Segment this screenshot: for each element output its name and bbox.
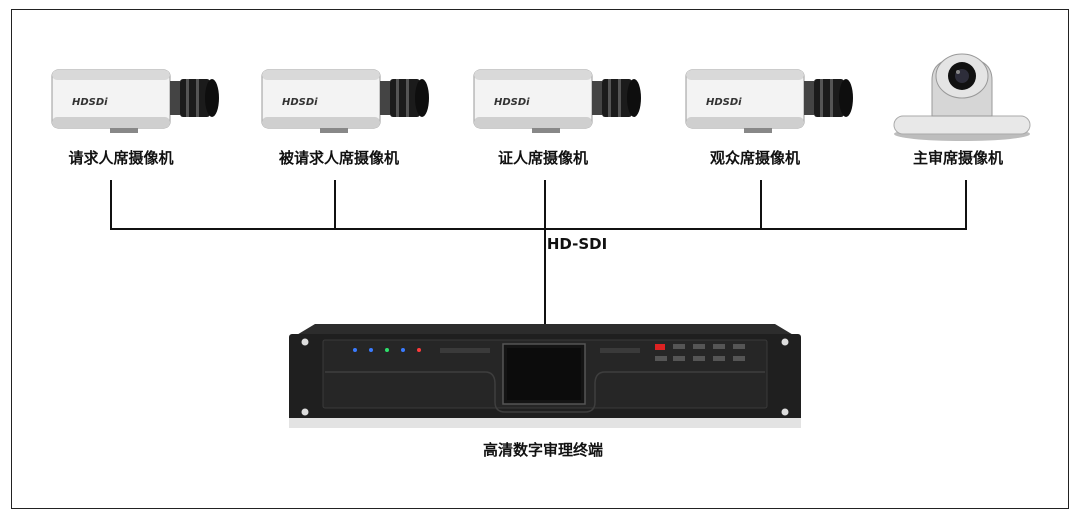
ptz-camera	[893, 53, 1031, 141]
bus-label: HD-SDI	[546, 235, 608, 253]
box-camera-3: HDSDi	[473, 69, 641, 133]
box-camera-1: HDSDi	[51, 69, 219, 133]
camera-label-2: 被请求人席摄像机	[278, 149, 400, 167]
box-camera-4: HDSDi	[685, 69, 853, 133]
bus-line	[110, 228, 967, 230]
trunk-line	[544, 230, 546, 326]
drop-line-1	[110, 180, 112, 230]
diagram-frame	[11, 9, 1069, 509]
terminal-device	[289, 324, 801, 428]
camera-label-5: 主审席摄像机	[912, 149, 1004, 167]
drop-line-2	[334, 180, 336, 230]
camera-label-3: 证人席摄像机	[497, 149, 589, 167]
terminal-label: 高清数字审理终端	[482, 441, 604, 459]
camera-label-4: 观众席摄像机	[709, 149, 801, 167]
camera-brand-2: HDSDi	[282, 97, 318, 108]
camera-brand-3: HDSDi	[494, 97, 530, 108]
camera-brand-4: HDSDi	[706, 97, 742, 108]
camera-brand-1: HDSDi	[72, 97, 108, 108]
drop-line-4	[760, 180, 762, 230]
drop-line-3	[544, 180, 546, 230]
box-camera-2: HDSDi	[261, 69, 429, 133]
camera-label-1: 请求人席摄像机	[68, 149, 174, 167]
drop-line-5	[965, 180, 967, 230]
